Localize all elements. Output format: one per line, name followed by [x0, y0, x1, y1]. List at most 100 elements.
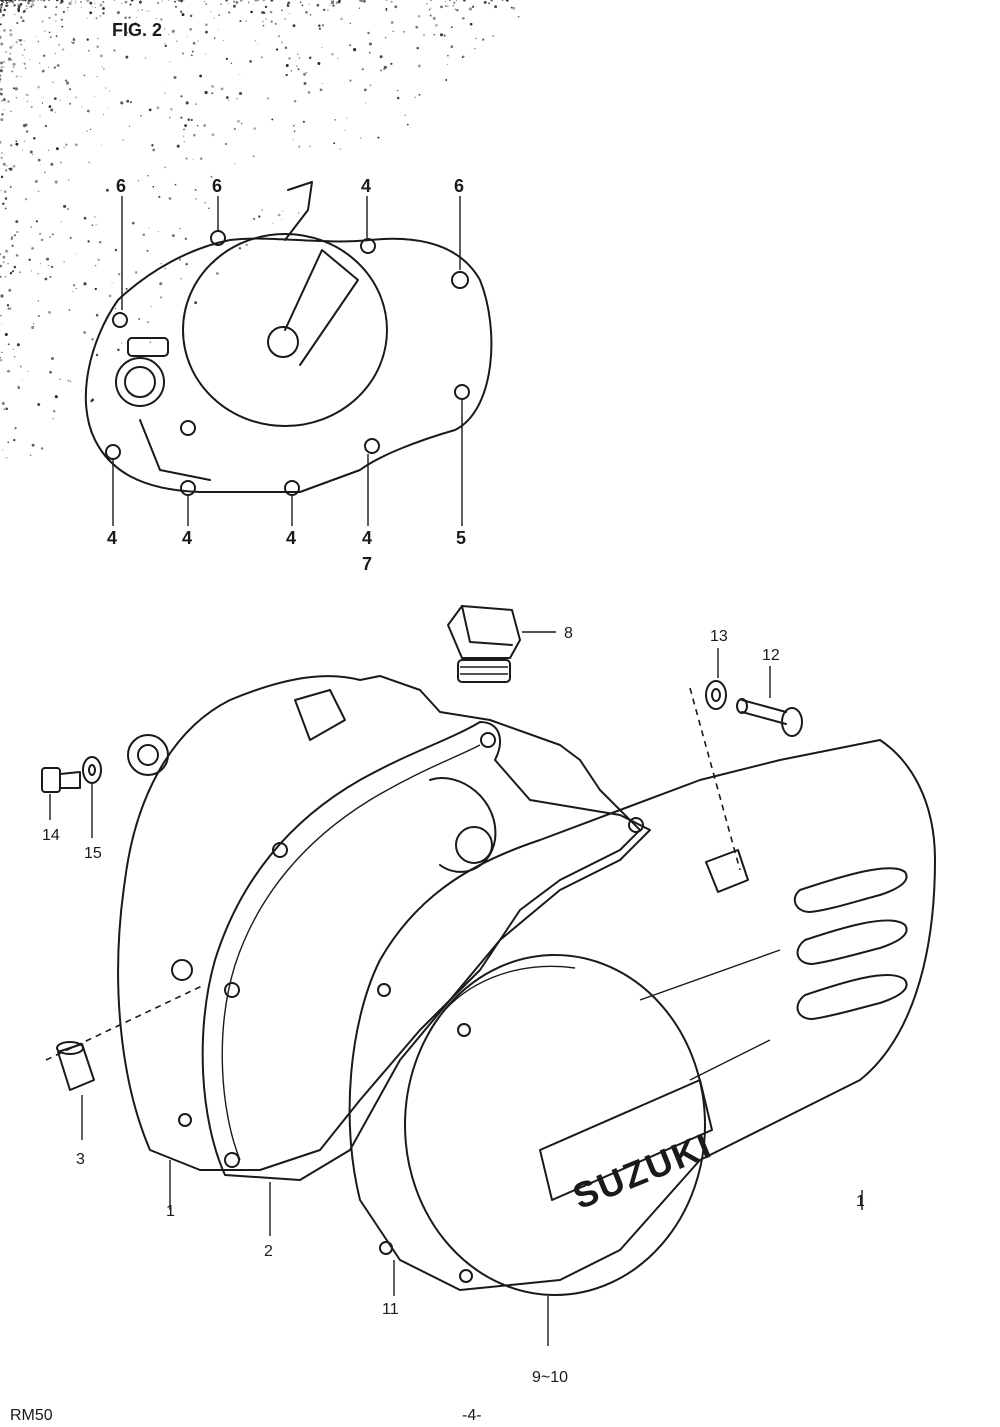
scan-speck	[20, 16, 23, 19]
scan-speck	[86, 130, 88, 132]
scan-speck	[64, 79, 68, 82]
scan-speck	[208, 207, 210, 210]
scan-speck	[91, 338, 94, 341]
scan-speck	[406, 123, 409, 126]
scan-speck	[75, 288, 77, 290]
scan-speck	[270, 0, 274, 2]
scan-speck	[275, 48, 279, 51]
scan-speck	[7, 57, 11, 61]
scan-speck	[80, 1, 82, 3]
scan-speck	[239, 0, 243, 2]
scan-speck	[95, 313, 99, 317]
scan-speck	[28, 6, 31, 8]
scan-speck	[0, 66, 3, 69]
scan-speck	[469, 22, 473, 26]
scan-speck	[335, 1, 339, 5]
scan-speck	[277, 35, 281, 38]
scan-speck	[125, 55, 129, 59]
scan-speck	[89, 1, 93, 5]
scan-speck	[187, 118, 191, 121]
scan-speck	[293, 130, 296, 132]
callout-12: 12	[762, 647, 780, 664]
scan-speck	[415, 25, 419, 29]
scan-speck	[49, 36, 52, 39]
scan-speck	[37, 300, 39, 302]
scan-speck	[0, 357, 2, 359]
scan-speck	[10, 235, 14, 239]
scan-speck	[23, 140, 26, 143]
scan-speck	[25, 93, 28, 96]
scan-speck	[13, 234, 16, 237]
scan-speck	[277, 213, 281, 217]
scan-speck	[274, 22, 277, 25]
scan-speck	[345, 117, 348, 119]
scan-speck	[170, 108, 173, 111]
scan-speck	[183, 0, 185, 2]
scan-speck	[308, 3, 310, 5]
scan-speck	[23, 57, 25, 59]
scan-speck	[21, 19, 25, 23]
scan-speck	[27, 370, 29, 373]
scan-speck	[94, 216, 96, 218]
scan-speck	[18, 0, 21, 1]
scan-speck	[111, 282, 113, 284]
scan-speck	[55, 0, 59, 2]
scan-speck	[41, 20, 44, 23]
scan-speck	[114, 308, 116, 310]
scan-speck	[19, 39, 22, 42]
callout-6c: 6	[454, 176, 464, 196]
scan-speck	[331, 53, 334, 56]
scan-speck	[417, 64, 421, 68]
scan-speck	[22, 54, 24, 56]
scan-speck	[47, 149, 50, 152]
scan-speck	[234, 163, 236, 165]
scan-speck	[24, 0, 27, 2]
scan-speck	[15, 254, 19, 257]
scan-speck	[88, 161, 90, 164]
scan-speck	[6, 165, 8, 167]
scan-speck	[6, 371, 8, 372]
scan-speck	[121, 342, 123, 344]
scan-speck	[54, 13, 57, 16]
scan-speck	[10, 110, 12, 113]
scan-speck	[113, 49, 116, 52]
scan-speck	[1, 152, 3, 154]
scan-speck	[183, 128, 185, 131]
scan-speck	[124, 16, 127, 19]
scan-speck	[7, 441, 10, 444]
scan-speck	[330, 2, 332, 4]
scan-speck	[213, 37, 216, 39]
scan-speck	[89, 11, 93, 15]
scan-speck	[137, 180, 139, 182]
scan-speck	[239, 73, 241, 75]
scan-speck	[11, 244, 14, 247]
scan-speck	[3, 8, 6, 12]
scan-speck	[455, 0, 457, 2]
scan-speck	[0, 294, 4, 298]
scan-speck	[388, 10, 390, 12]
scan-speck	[184, 237, 188, 241]
scan-speck	[471, 5, 475, 8]
scan-speck	[14, 0, 16, 2]
scan-speck	[0, 6, 3, 9]
scan-speck	[392, 30, 394, 33]
scan-speck	[4, 197, 8, 200]
scan-speck	[1, 100, 3, 102]
scan-speck	[52, 233, 54, 236]
scan-speck	[316, 3, 320, 7]
scan-speck	[158, 195, 161, 199]
scan-speck	[19, 3, 23, 6]
scan-speck	[149, 341, 152, 344]
scan-speck	[0, 87, 3, 91]
scan-speck	[160, 263, 162, 265]
scan-speck	[4, 0, 8, 2]
scan-speck	[94, 264, 97, 267]
scan-speck	[267, 97, 270, 100]
scan-speck	[54, 20, 57, 22]
scan-speck	[172, 234, 175, 237]
scan-speck	[17, 7, 21, 11]
scan-speck	[118, 273, 121, 276]
scan-speck	[31, 247, 34, 250]
scan-speck	[349, 79, 352, 82]
scan-speck	[0, 42, 4, 46]
